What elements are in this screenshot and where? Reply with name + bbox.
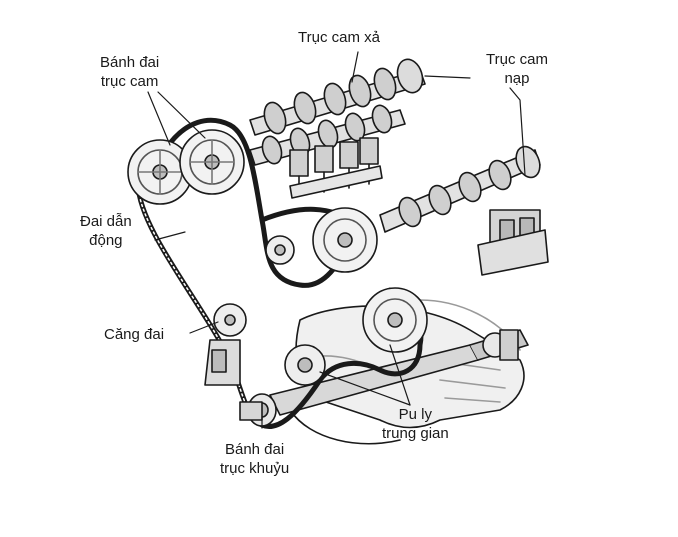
label-drive-belt-line1: Đai dẫn <box>80 213 132 230</box>
right-bank-camshaft <box>379 145 549 276</box>
label-intake-camshaft-line2: nạp <box>504 70 530 87</box>
label-idler-pulley: Pu ly trung gian <box>382 405 449 443</box>
exhaust-camshaft <box>249 58 426 136</box>
idler-pulley-upper <box>265 235 295 265</box>
crankshaft <box>269 329 529 416</box>
valve-springs <box>289 137 383 199</box>
label-crank-pulley-line1: Bánh đai <box>224 441 285 458</box>
label-cam-pulleys: Bánh đai trục cam <box>100 53 159 91</box>
cam-pulley-right <box>179 129 245 195</box>
right-cam-pulley-lower <box>362 287 428 353</box>
leader-lines <box>147 51 526 429</box>
intake-camshaft <box>249 104 406 166</box>
label-idler-pulley-line1: Pu ly <box>398 406 433 423</box>
label-tensioner: Căng đai <box>104 326 165 343</box>
label-drive-belt: Đai dẫn động <box>80 212 132 250</box>
right-cam-pulley-upper <box>312 207 378 273</box>
label-cam-pulleys-line1: Bánh đai <box>100 54 160 71</box>
label-crank-pulley: Bánh đai trục khuỷu <box>220 440 289 478</box>
label-drive-belt-line2: động <box>89 232 123 249</box>
label-cam-pulleys-line2: trục cam <box>100 73 159 90</box>
label-intake-camshaft: Trục cam nạp <box>486 50 548 88</box>
label-crank-pulley-line2: trục khuỷu <box>220 460 290 477</box>
cam-pulley-left <box>127 139 193 205</box>
label-exhaust-camshaft: Trục cam xả <box>298 29 380 46</box>
label-idler-pulley-line2: trung gian <box>382 425 449 442</box>
idler-pulley-lower <box>284 344 326 386</box>
belt-tensioner <box>204 303 247 386</box>
label-intake-camshaft-line1: Trục cam <box>486 51 548 68</box>
crank-pulley <box>239 393 277 427</box>
